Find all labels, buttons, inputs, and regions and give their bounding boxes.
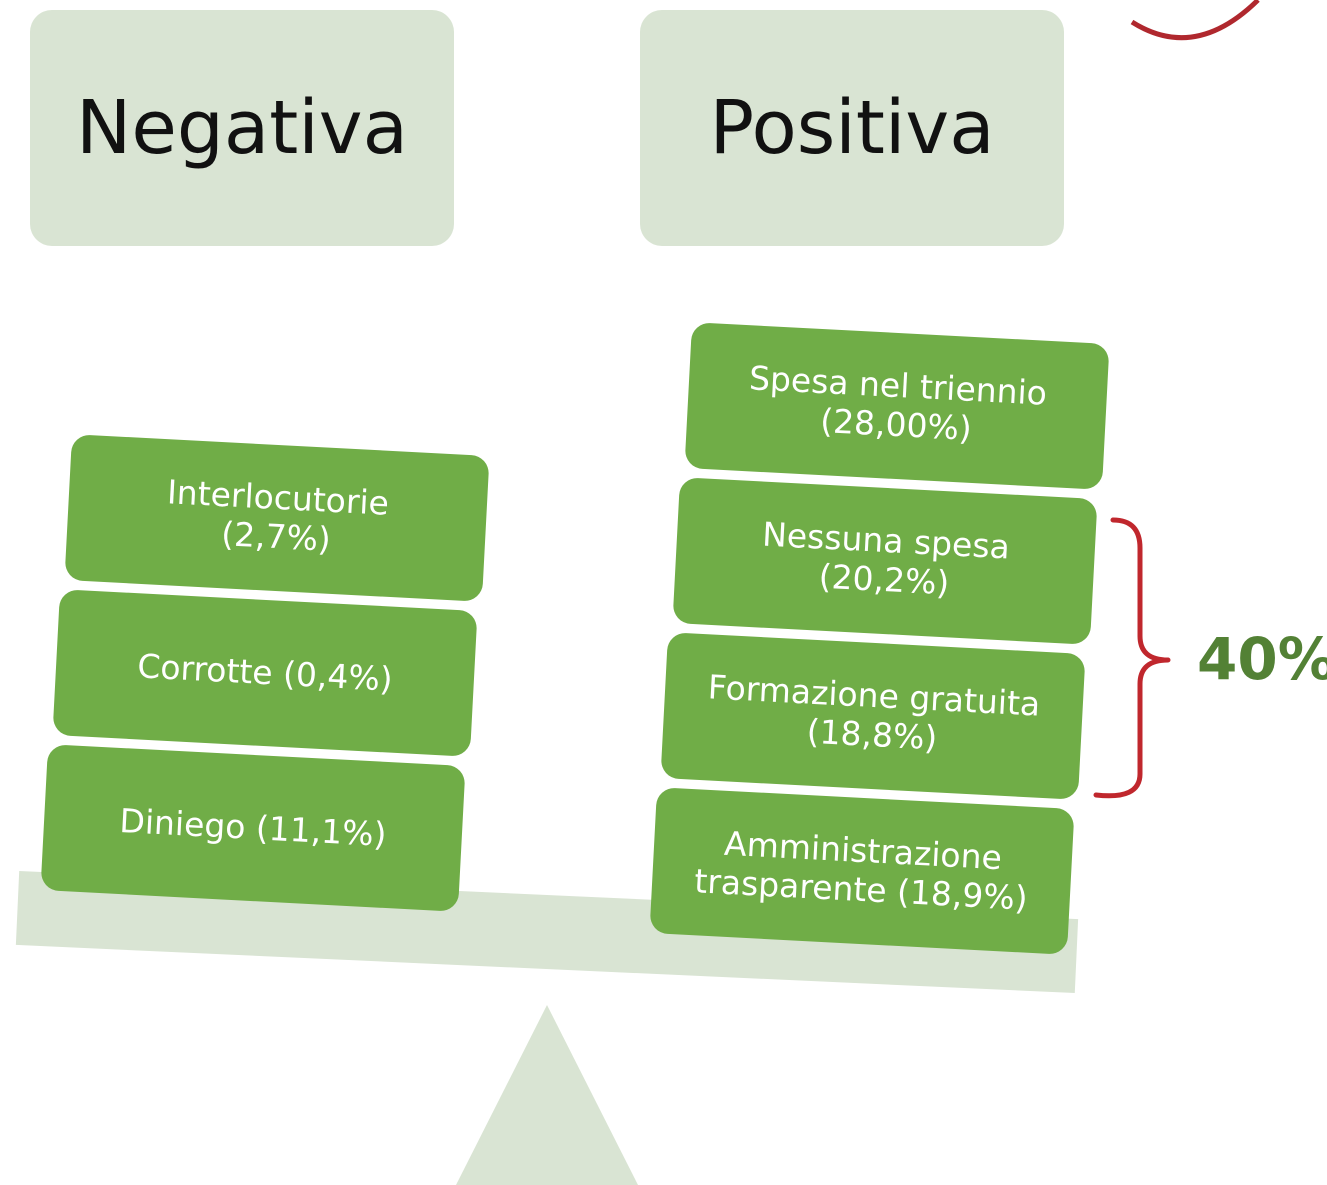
negative-header-label: Negativa [76,85,408,171]
block-formazione-gratuita-line2: (18,8%) [805,711,939,758]
block-corrotte-line1: Corrotte (0,4%) [136,645,394,699]
block-nessuna-spesa-line2: (20,2%) [817,556,951,603]
block-spesa-triennio-line2: (28,00%) [819,401,973,448]
block-interlocutorie: Interlocutorie (2,7%) [64,434,490,602]
block-interlocutorie-line2: (2,7%) [220,514,332,559]
positive-header: Positiva [640,10,1064,246]
bracket-brace [1093,517,1171,799]
block-spesa-triennio: Spesa nel triennio (28,00%) [684,322,1110,490]
positive-header-label: Positiva [709,85,995,171]
percentage-annotation: 40% [1197,625,1327,693]
block-amministrazione-trasparente: Amministrazione trasparente (18,9%) [649,787,1075,955]
logo-arc [1130,0,1260,41]
block-diniego: Diniego (11,1%) [40,744,466,912]
block-corrotte: Corrotte (0,4%) [52,589,478,757]
block-formazione-gratuita: Formazione gratuita (18,8%) [660,632,1086,800]
block-diniego-line1: Diniego (11,1%) [118,800,388,854]
balance-fulcrum [456,1005,638,1185]
block-nessuna-spesa: Nessuna spesa (20,2%) [672,477,1098,645]
negative-header: Negativa [30,10,454,246]
